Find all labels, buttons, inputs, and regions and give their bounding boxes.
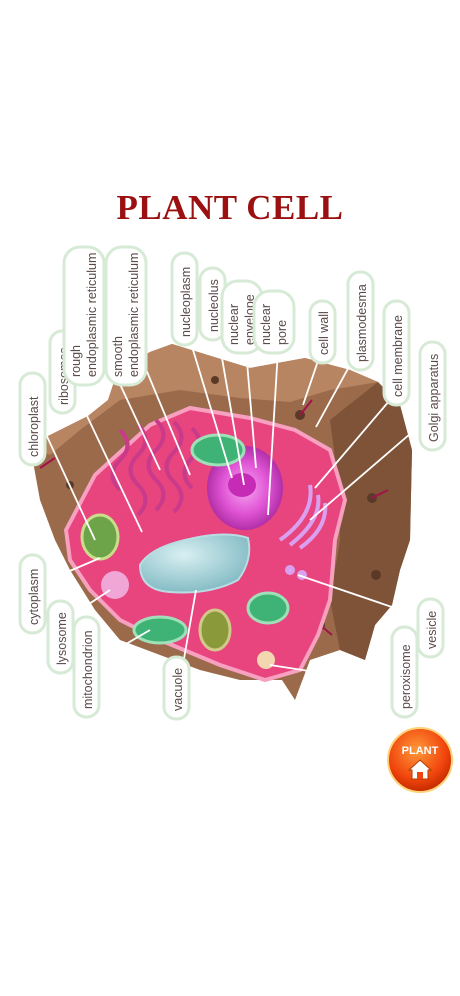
svg-text:Golgi apparatus: Golgi apparatus	[427, 354, 441, 442]
mitochondrion-shape-2	[132, 615, 188, 645]
page-title: PLANT CELL	[116, 188, 344, 227]
svg-text:nuclear: nuclear	[227, 304, 241, 345]
svg-text:chloroplast: chloroplast	[27, 396, 41, 457]
svg-text:rough: rough	[69, 345, 83, 377]
label-nucleolus: nucleolus	[198, 266, 227, 342]
label-plasmodesma: plasmodesma	[346, 270, 375, 372]
plant-home-button[interactable]: PLANT	[385, 725, 455, 795]
label-rough-er: rough endoplasmic reticulum	[62, 245, 106, 387]
label-cell-membrane: cell membrane	[382, 299, 411, 407]
label-cytoplasm: cytoplasm	[18, 553, 47, 635]
svg-text:cell membrane: cell membrane	[391, 315, 405, 397]
svg-text:mitochondrion: mitochondrion	[81, 630, 95, 709]
svg-text:lysosome: lysosome	[55, 612, 69, 665]
label-chloroplast: chloroplast	[18, 371, 47, 467]
label-mitochondrion: mitochondrion	[72, 615, 101, 719]
svg-text:smooth: smooth	[111, 336, 125, 377]
house-icon	[407, 759, 433, 780]
svg-text:plasmodesma: plasmodesma	[355, 284, 369, 362]
label-cell-wall: cell wall	[308, 299, 337, 365]
peroxisome-shape	[257, 651, 275, 669]
label-nuclear-pore: nuclear pore	[252, 289, 296, 355]
label-smooth-er: smooth endoplasmic reticulum	[104, 245, 148, 387]
svg-text:cytoplasm: cytoplasm	[27, 569, 41, 625]
label-peroxisome: peroxisome	[390, 625, 419, 719]
label-lysosome: lysosome	[46, 599, 75, 675]
svg-text:nucleoplasm: nucleoplasm	[179, 267, 193, 337]
home-button-label: PLANT	[402, 745, 439, 757]
label-golgi-apparatus: Golgi apparatus	[418, 340, 447, 452]
svg-text:endoplasmic reticulum: endoplasmic reticulum	[127, 253, 141, 377]
svg-text:peroxisome: peroxisome	[399, 644, 413, 709]
label-nucleoplasm: nucleoplasm	[170, 251, 199, 347]
lysosome-shape	[101, 571, 129, 599]
svg-text:endoplasmic reticulum: endoplasmic reticulum	[85, 253, 99, 377]
label-nuclear-envelope: nuclear envelope	[220, 279, 264, 355]
label-vesicle: vesicle	[416, 597, 445, 659]
vacuole-shape	[138, 533, 251, 594]
nucleus-shape	[207, 446, 283, 530]
plant-cell-diagram: chloroplast ribosomes rough endoplasmic …	[18, 245, 447, 721]
svg-text:nuclear: nuclear	[259, 304, 273, 345]
svg-text:vesicle: vesicle	[425, 611, 439, 649]
mitochondrion-shape-3	[246, 591, 290, 625]
chloroplast-shape	[80, 513, 120, 561]
chloroplast-shape-2	[198, 608, 232, 652]
svg-text:cell wall: cell wall	[317, 311, 331, 355]
svg-text:vacuole: vacuole	[171, 668, 185, 711]
svg-text:nucleolus: nucleolus	[207, 279, 221, 332]
label-vacuole: vacuole	[162, 655, 191, 721]
svg-text:pore: pore	[275, 320, 289, 345]
